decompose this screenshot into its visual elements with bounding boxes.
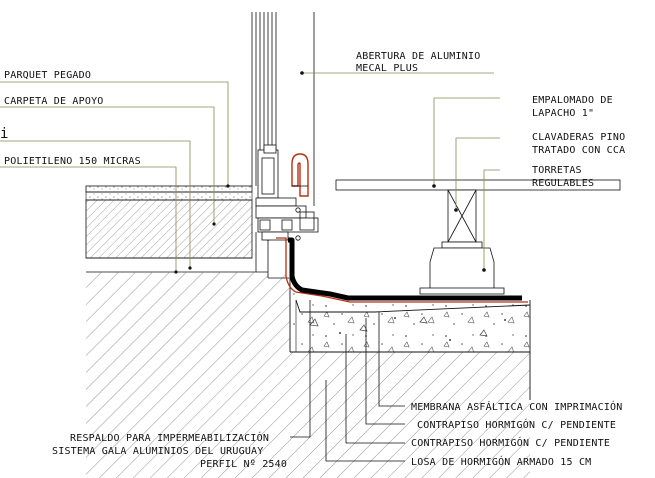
label-membrana: MEMBRANA ASFÁLTICA CON IMPRIMACIÓN	[411, 400, 623, 413]
membrane-layer	[288, 237, 522, 301]
label-empalomado-2: LAPACHO 1"	[532, 108, 594, 119]
deck-system	[335, 179, 621, 295]
label-polietileno: POLIETILENO 150 MICRAS	[4, 156, 141, 167]
label-clavaderas-2: TRATADO CON CCA	[532, 145, 625, 156]
label-respaldo-1: RESPALDO PARA IMPERMEABILIZACIÓN	[70, 431, 269, 444]
exterior-slab	[289, 276, 531, 400]
label-partial: i	[0, 126, 9, 142]
contrapiso-interior	[85, 199, 253, 259]
aluminium-frame	[251, 12, 319, 272]
label-clavaderas-1: CLAVADERAS PINO	[532, 132, 625, 143]
label-empalomado-1: EMPALOMADO DE	[532, 95, 613, 106]
interior-floor	[85, 185, 530, 478]
label-contrapiso-2: CONTRAPISO HORMIGÓN C/ PENDIENTE	[411, 436, 610, 449]
label-respaldo-2: SISTEMA GALA ALUMINIOS DEL URUGUAY	[52, 446, 264, 457]
label-torretas-2: REGULABLES	[532, 178, 594, 189]
label-carpeta: CARPETA DE APOYO	[4, 96, 104, 107]
label-contrapiso-1: CONTRAPISO HORMIGÓN C/ PENDIENTE	[417, 418, 616, 431]
label-torretas-1: TORRETAS	[532, 165, 582, 176]
leader-lines-lower	[290, 300, 405, 462]
carpeta-layer	[85, 191, 253, 201]
label-abertura-1: ABERTURA DE ALUMINIO	[356, 51, 480, 62]
respaldo-profile	[276, 237, 528, 303]
leader-lines	[0, 72, 500, 272]
gasket-profile	[291, 153, 309, 197]
label-respaldo-3: PERFIL Nº 2540	[200, 459, 287, 470]
label-losa: LOSA DE HORMIGÓN ARMADO 15 CM	[411, 455, 591, 468]
label-abertura-2: MECAL PLUS	[356, 63, 418, 74]
structural-slab	[86, 272, 530, 478]
deck-board	[335, 179, 621, 191]
label-parquet: PARQUET PEGADO	[4, 70, 91, 81]
